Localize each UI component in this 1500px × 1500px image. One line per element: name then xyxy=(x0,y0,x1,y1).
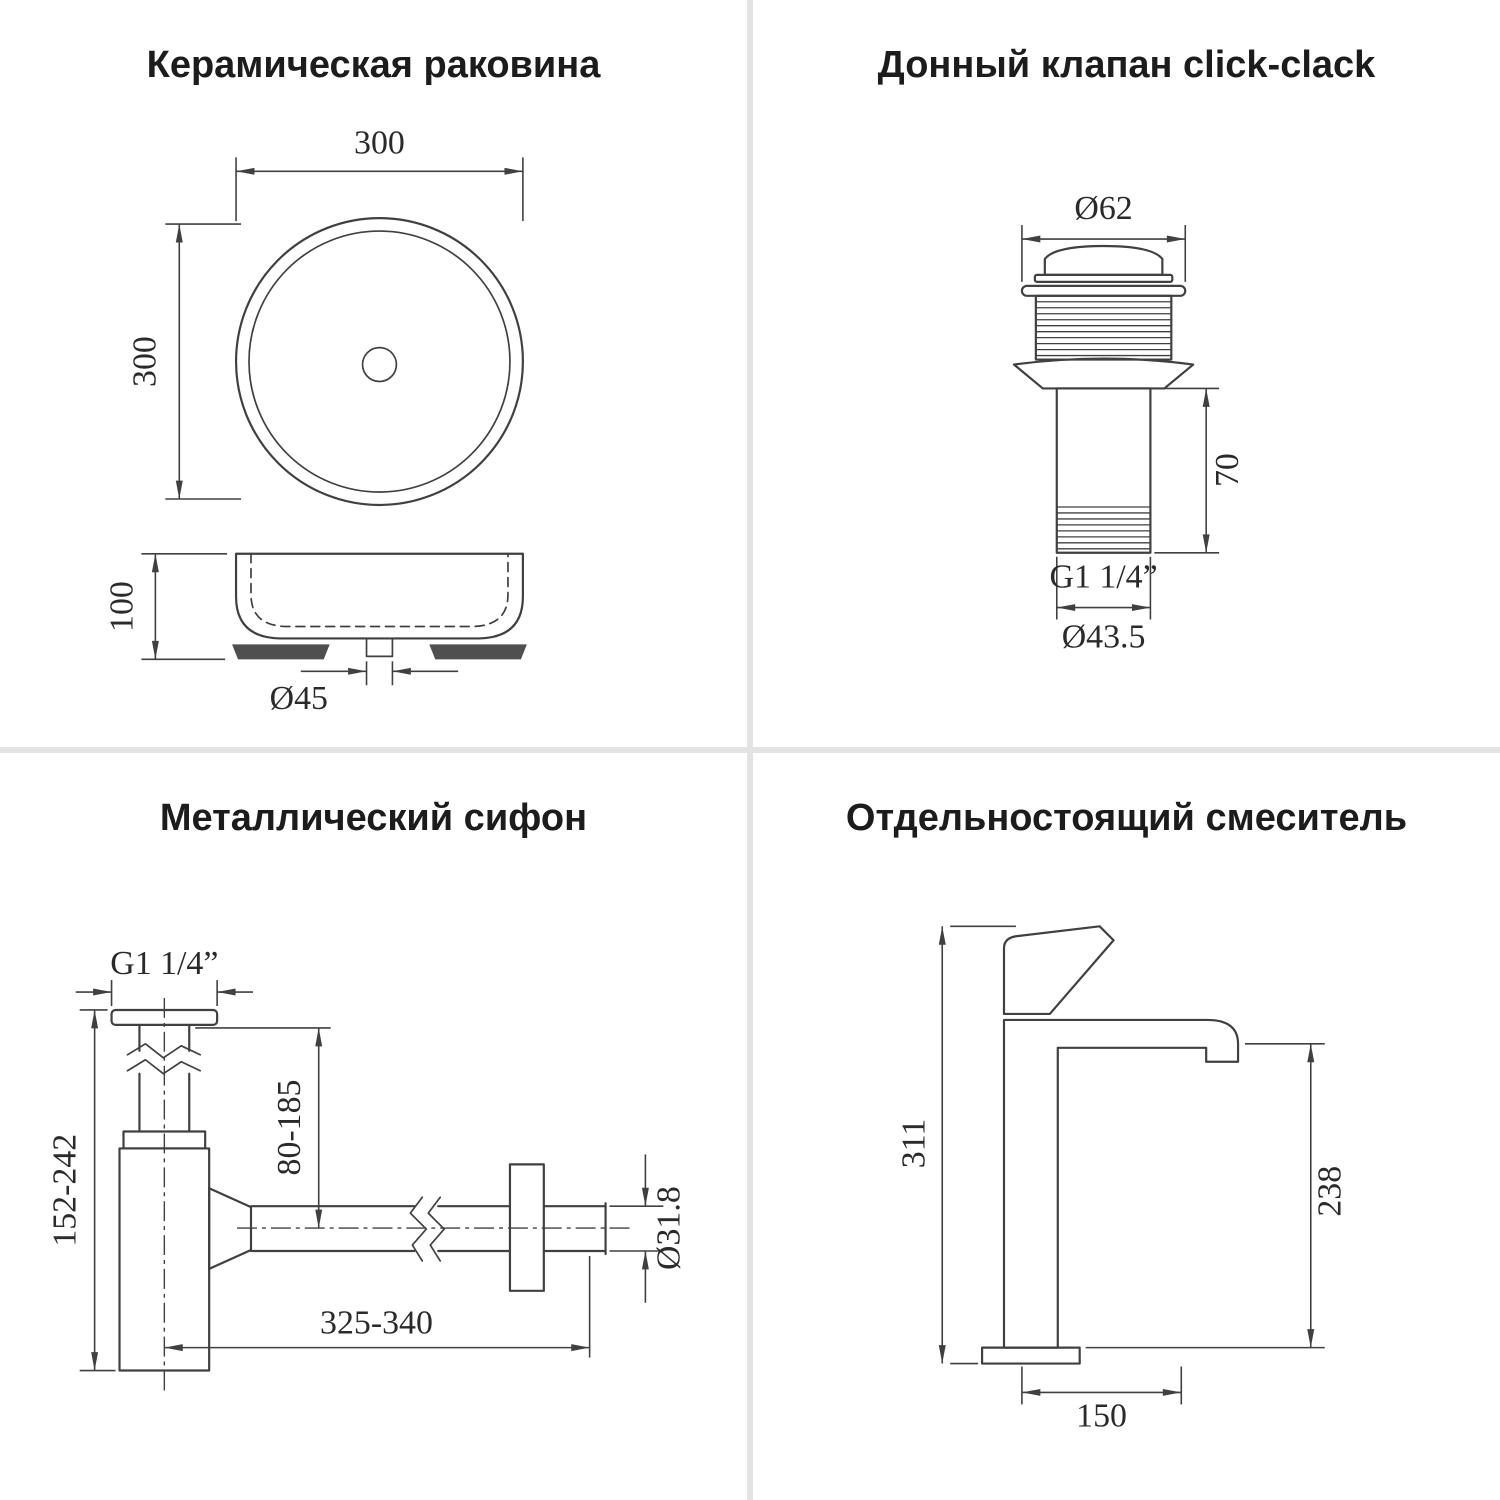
dim-mixer-height: 311 xyxy=(895,1119,932,1169)
panel-mixer: Отдельностоящий смеситель 311 238 xyxy=(753,753,1500,1500)
dim-siphon-thread: G1 1/4” xyxy=(110,945,218,982)
dim-siphon-pipe: Ø31.8 xyxy=(650,1186,687,1270)
valve-lower-threads xyxy=(1056,506,1151,550)
sink-depth-dimension: 300 xyxy=(126,223,242,500)
panel-valve-title: Донный клапан click-clack xyxy=(877,44,1376,86)
dim-sink-width: 300 xyxy=(354,124,405,161)
dim-siphon-inlet: 80-185 xyxy=(271,1080,308,1176)
mixer-handle xyxy=(1002,925,1115,1016)
sink-top-view xyxy=(234,217,524,507)
sink-height-dimension: 100 xyxy=(103,552,228,661)
valve-height-dimension: 70 xyxy=(1154,387,1246,554)
dim-sink-height: 100 xyxy=(103,581,140,632)
siphon-height-dimension: 152-242 xyxy=(47,1009,116,1372)
valve-cap-dimension: Ø62 xyxy=(1021,190,1187,282)
mixer-spout-height-dimension: 238 xyxy=(1085,1043,1349,1349)
siphon-pipe-dimension: Ø31.8 xyxy=(609,1154,687,1303)
panel-siphon: Металлический сифон G1 1/4” xyxy=(0,753,747,1500)
siphon-thread-dimension: G1 1/4” xyxy=(75,945,253,1006)
sink-drain-dimension: Ø45 xyxy=(270,661,459,717)
valve-outlet-dimension: G1 1/4” Ø43.5 xyxy=(1050,556,1158,655)
panel-sink-title: Керамическая раковина xyxy=(146,44,601,86)
panel-mixer-title: Отдельностоящий смеситель xyxy=(845,797,1408,839)
dim-valve-outlet: Ø43.5 xyxy=(1062,618,1146,655)
mixer-height-dimension: 311 xyxy=(895,925,1016,1365)
siphon-inlet-dimension: 80-185 xyxy=(195,1027,331,1229)
dim-sink-drain: Ø45 xyxy=(270,680,328,717)
panel-sink: Керамическая раковина 300 300 xyxy=(0,0,747,747)
siphon-drawing: G1 1/4” xyxy=(47,945,687,1393)
dim-valve-cap: Ø62 xyxy=(1074,190,1132,227)
mixer-body xyxy=(980,925,1240,1365)
siphon-length-dimension: 325-340 xyxy=(164,1255,591,1358)
mixer-reach-dimension: 150 xyxy=(1021,1366,1183,1434)
valve-drawing: Ø62 xyxy=(1012,190,1246,655)
mixer-drawing: 311 238 150 xyxy=(895,925,1349,1434)
panel-siphon-title: Металлический сифон xyxy=(159,797,588,839)
dim-mixer-spout-height: 238 xyxy=(1312,1166,1349,1217)
sink-side-view xyxy=(232,552,527,660)
valve-upper-threads xyxy=(1035,301,1172,357)
dim-siphon-length: 325-340 xyxy=(320,1305,433,1342)
dim-mixer-reach: 150 xyxy=(1076,1397,1127,1434)
dim-sink-depth: 300 xyxy=(126,336,163,387)
dim-valve-thread: G1 1/4” xyxy=(1050,559,1158,596)
panel-valve: Донный клапан click-clack Ø62 xyxy=(753,0,1500,747)
dim-siphon-height: 152-242 xyxy=(47,1134,84,1247)
sink-drawing: 300 300 xyxy=(103,124,527,717)
siphon-body xyxy=(110,1008,630,1372)
valve-body xyxy=(1012,244,1195,554)
sink-width-dimension: 300 xyxy=(235,124,524,222)
dim-valve-height: 70 xyxy=(1209,453,1246,487)
